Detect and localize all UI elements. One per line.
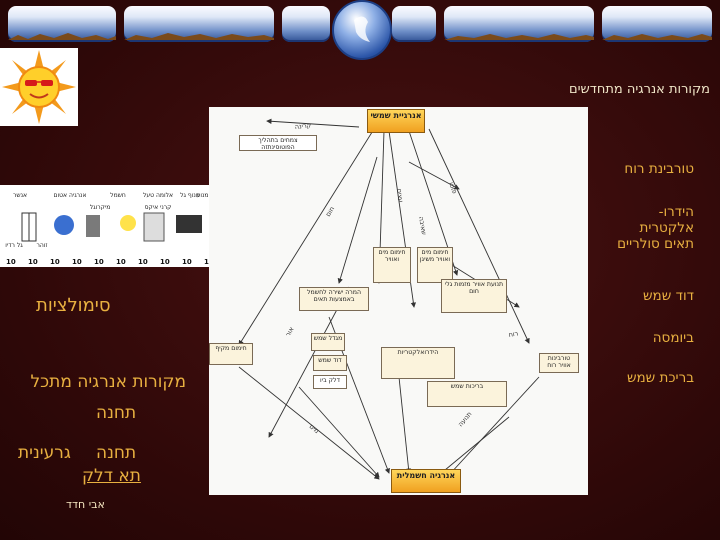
device-label-0: קיר מנוע: [197, 192, 220, 199]
svg-text:10: 10: [204, 258, 214, 266]
list-item-solar-pond[interactable]: בריכת שמש: [626, 370, 694, 386]
device-label-4: אלומה טעל: [143, 192, 173, 199]
right-list-boiler: דוד שמש: [643, 288, 694, 304]
air-motion-node: תנועת אוויר מזמות גלי חום: [441, 279, 507, 313]
banner-strip-3: [282, 6, 330, 42]
page-title: מקורות אנרגיה מתחדשים: [569, 82, 710, 97]
svg-text:10: 10: [50, 258, 60, 266]
station-2a-link[interactable]: תחנה: [96, 443, 137, 463]
svg-text:10: 10: [138, 258, 148, 266]
fuel-cell-link[interactable]: תא דלק: [82, 466, 141, 486]
svg-text:10: 10: [94, 258, 104, 266]
edge-label-7: מים: [308, 422, 321, 435]
edge-label-0: קרינה: [294, 121, 312, 131]
fuel-node: דלק ביו: [313, 375, 347, 389]
wind-turbines-node: טורבינות אוויר רוח: [539, 353, 579, 373]
hydro-node: הידרואלקטריות: [381, 347, 455, 379]
device-label-5: קרני איקס: [145, 204, 172, 211]
thermal-node: חימום מקיף: [209, 343, 253, 365]
electric-energy-node: אנרגיה חשמלית: [391, 469, 461, 493]
svg-text:10: 10: [182, 258, 192, 266]
list-item-solar-boiler[interactable]: דוד שמש: [642, 288, 694, 304]
list-item-biomass[interactable]: ביומסה: [652, 330, 694, 346]
svg-text:10: 10: [72, 258, 82, 266]
direct-conversion-node: המרה ישירה לחשמל באמצעות תאים: [299, 287, 369, 311]
edge-label-6: תנועה: [456, 410, 473, 428]
energy-sources-link[interactable]: מקורות אנרגיה מתכל: [30, 372, 187, 392]
solar-tower-node: מגדל שמש: [311, 333, 345, 351]
bio-node: חימום מים ואוויר משיגן: [417, 247, 453, 283]
svg-text:10: 10: [6, 258, 16, 266]
banner-strip-4: [392, 6, 436, 42]
edge-label-2: עצים: [395, 188, 405, 203]
energy-diagram: קרינה פוטו עצים שאיבה חום רוח תנועה מים …: [209, 107, 588, 495]
device-label-3: מיקרוגל: [90, 204, 111, 211]
solar-energy-node: אנרגיית שמשי: [367, 109, 425, 133]
device-label-9: מנוף גל: [180, 192, 200, 199]
list-item-wind[interactable]: טורבינת רוח: [624, 161, 694, 177]
banner-strip-5: [444, 6, 594, 42]
author-name: אבי חדד: [66, 498, 105, 511]
svg-text:10: 10: [28, 258, 38, 266]
device-label-7: זוהר: [36, 242, 47, 249]
globe-icon: [332, 0, 392, 60]
solar-pond-node: בריכות שמש: [427, 381, 507, 407]
sun-icon: [0, 48, 78, 126]
edge-label-5: רוח: [508, 329, 519, 339]
banner-strip-1: [8, 6, 116, 42]
list-item-hydro-2[interactable]: אלקטרית: [639, 220, 694, 236]
top-banner: [0, 0, 720, 60]
svg-text:10: 10: [160, 258, 170, 266]
right-list-hydro: הידרו- אלקטרית תאים סולריים: [617, 204, 694, 252]
edge-label-1: פוטו: [447, 181, 459, 195]
solar-boiler-node: דוד שמש: [313, 355, 347, 371]
right-list: טורבינת רוח: [624, 161, 694, 177]
station-1-link[interactable]: תחנה: [96, 403, 137, 423]
water-heat-node: חימום מים ואוויר: [373, 247, 411, 283]
edge-label-8: אור: [284, 326, 296, 338]
svg-text:10: 10: [116, 258, 126, 266]
right-list-biomass: ביומסה: [653, 330, 694, 346]
device-label-2: אנרגיה אטום: [54, 192, 87, 199]
photosynthesis-node: צמחים בתהליך הפוטוסינתזה: [239, 135, 317, 151]
list-item-hydro-1[interactable]: הידרו-: [658, 204, 694, 220]
simulations-link[interactable]: סימולציות: [36, 295, 111, 316]
banner-strip-2: [124, 6, 274, 42]
right-list-pond: בריכת שמש: [627, 370, 694, 386]
station-2b-link[interactable]: גרעינית: [18, 443, 71, 463]
device-label-1: אנשר: [13, 192, 27, 199]
electromagnetic-spectrum-image: קיר מנוע אנשר אנרגיה אטום מיקרוגל אלומה …: [0, 185, 238, 267]
edge-label-3: שאיבה: [417, 216, 428, 236]
device-label-6: חשמל: [110, 192, 126, 199]
banner-strip-6: [602, 6, 712, 42]
device-label-8: גל רדיו: [5, 242, 23, 249]
list-item-solar-cells[interactable]: תאים סולריים: [617, 236, 694, 252]
